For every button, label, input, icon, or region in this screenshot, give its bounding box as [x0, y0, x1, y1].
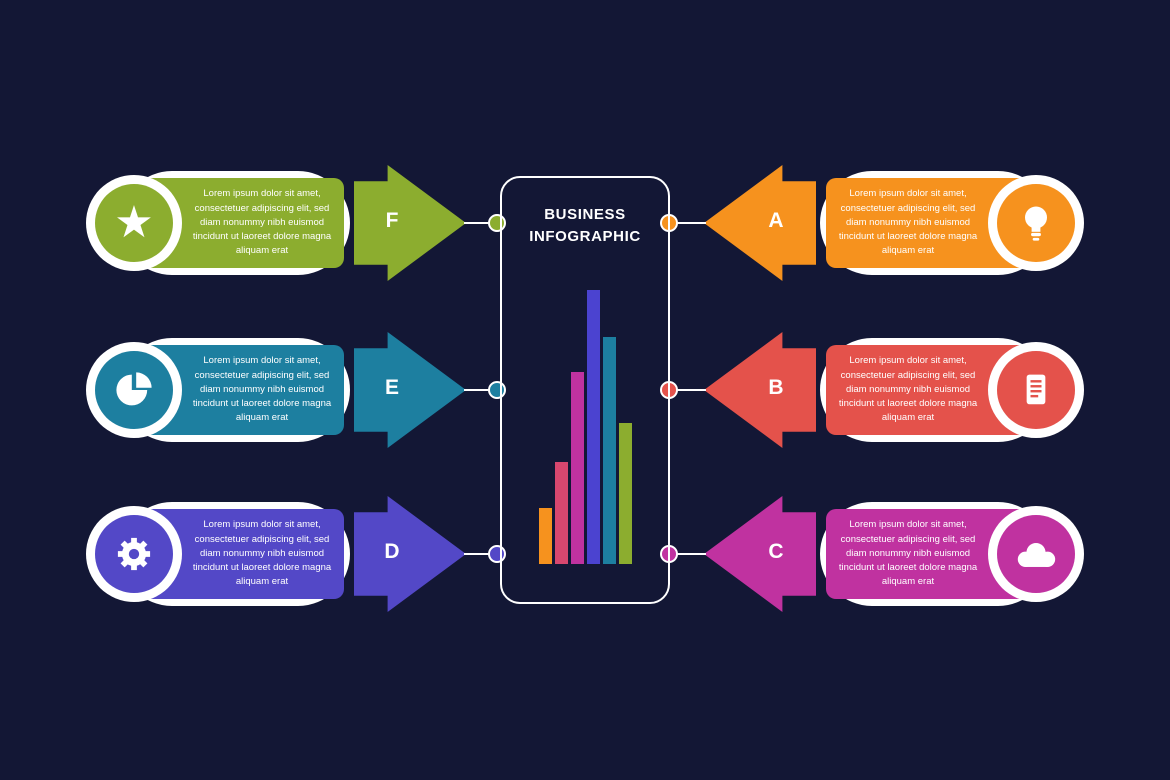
bar-chart	[502, 290, 668, 564]
item-text: Lorem ipsum dolor sit amet, consectetuer…	[838, 519, 978, 588]
lightbulb-svg	[1025, 206, 1047, 241]
title-line-2: INFOGRAPHIC	[529, 227, 641, 245]
item-letter: E	[384, 376, 399, 399]
item-badge	[988, 506, 1084, 602]
item-row-a: Lorem ipsum dolor sit amet, consectetuer…	[0, 163, 1170, 283]
item-badge: ★	[86, 175, 182, 271]
connector-line	[676, 553, 706, 555]
gear-icon	[95, 515, 173, 593]
star-icon: ★	[95, 184, 173, 262]
title-line-1: BUSINESS	[544, 206, 626, 223]
connector-line	[464, 222, 494, 224]
item-row-d: Lorem ipsum dolor sit amet, consectetuer…	[0, 494, 1170, 614]
item-text: Lorem ipsum dolor sit amet, consectetuer…	[192, 519, 332, 588]
item-row-f: Lorem ipsum dolor sit amet, consectetuer…	[0, 163, 1170, 283]
item-row-c: Lorem ipsum dolor sit amet, consectetuer…	[0, 494, 1170, 614]
bar-2	[554, 462, 568, 564]
bar-6	[618, 423, 632, 564]
item-badge	[988, 175, 1084, 271]
item-letter: F	[385, 209, 399, 232]
connector-line	[676, 389, 706, 391]
item-letter: B	[768, 376, 784, 399]
item-row-b: Lorem ipsum dolor sit amet, consectetuer…	[0, 330, 1170, 450]
item-letter: C	[768, 540, 784, 563]
pie-chart-icon	[95, 351, 173, 429]
item-text: Lorem ipsum dolor sit amet, consectetuer…	[838, 188, 978, 257]
item-text: Lorem ipsum dolor sit amet, consectetuer…	[838, 355, 978, 424]
document-svg	[1026, 374, 1046, 405]
connector-line	[464, 553, 494, 555]
bar-1	[538, 508, 552, 564]
infographic-title: BUSINESS INFOGRAPHIC	[502, 204, 668, 248]
bar-3	[570, 372, 584, 564]
item-letter: A	[768, 209, 784, 232]
connector-line	[464, 389, 494, 391]
connector-line	[676, 222, 706, 224]
center-panel: BUSINESS INFOGRAPHIC	[500, 176, 670, 604]
item-badge	[86, 342, 182, 438]
bar-4	[586, 290, 600, 564]
cloud-svg	[1017, 542, 1056, 567]
document-icon	[997, 351, 1075, 429]
pie-chart-svg	[116, 372, 152, 406]
item-badge	[86, 506, 182, 602]
bar-5	[602, 337, 616, 564]
item-badge	[988, 342, 1084, 438]
lightbulb-icon	[997, 184, 1075, 262]
item-text: Lorem ipsum dolor sit amet, consectetuer…	[192, 188, 332, 257]
cloud-icon	[997, 515, 1075, 593]
item-row-e: Lorem ipsum dolor sit amet, consectetuer…	[0, 330, 1170, 450]
item-letter: D	[384, 540, 400, 563]
item-text: Lorem ipsum dolor sit amet, consectetuer…	[192, 355, 332, 424]
star-glyph: ★	[114, 198, 154, 247]
gear-svg	[117, 537, 151, 571]
